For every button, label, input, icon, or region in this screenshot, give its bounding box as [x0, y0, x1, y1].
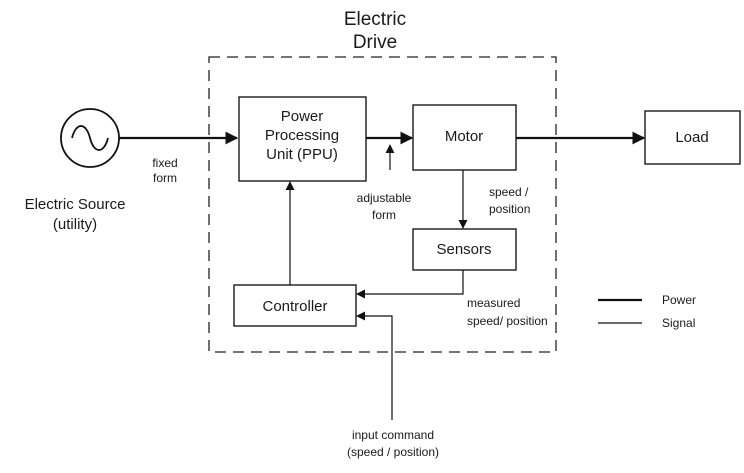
controller-block	[233, 284, 357, 327]
sensors-block	[412, 228, 517, 271]
source-label-line2: (utility)	[53, 216, 97, 233]
motor-label: Motor	[445, 128, 483, 145]
signal-line-input-command	[356, 311, 393, 420]
sine-wave-icon	[71, 125, 109, 151]
fixed-form-line1: fixed	[152, 156, 177, 170]
legend-power-label: Power	[662, 293, 696, 307]
source-label-line1: Electric Source	[25, 196, 126, 213]
drive-title-line1: Electric	[344, 9, 406, 30]
controller-label: Controller	[262, 298, 327, 315]
ppu-block	[238, 96, 367, 182]
load-block	[644, 110, 741, 165]
ppu-label-line1: Power	[281, 108, 324, 125]
ppu-label-line3: Unit (PPU)	[266, 146, 338, 163]
electric-drive-boundary	[208, 56, 557, 353]
motor-block	[412, 104, 517, 171]
fixed-form-line2: form	[153, 171, 177, 185]
signal-line-sensors-to-controller	[356, 270, 464, 299]
sensors-label: Sensors	[436, 241, 491, 258]
adjustable-form-line2: form	[372, 208, 396, 222]
drive-title-line2: Drive	[353, 32, 397, 53]
ppu-label-line2: Processing	[265, 127, 339, 144]
speed-position-line1: speed /	[489, 185, 529, 199]
measured-line1: measured	[467, 296, 520, 310]
input-command-line1: input command	[352, 428, 434, 442]
load-label: Load	[675, 129, 708, 146]
input-command-line2: (speed / position)	[347, 445, 439, 459]
speed-position-line2: position	[489, 202, 530, 216]
adjustable-form-line1: adjustable	[357, 191, 412, 205]
legend: Power Signal	[598, 293, 696, 330]
measured-line2: speed/ position	[467, 314, 548, 328]
legend-signal-label: Signal	[662, 316, 695, 330]
